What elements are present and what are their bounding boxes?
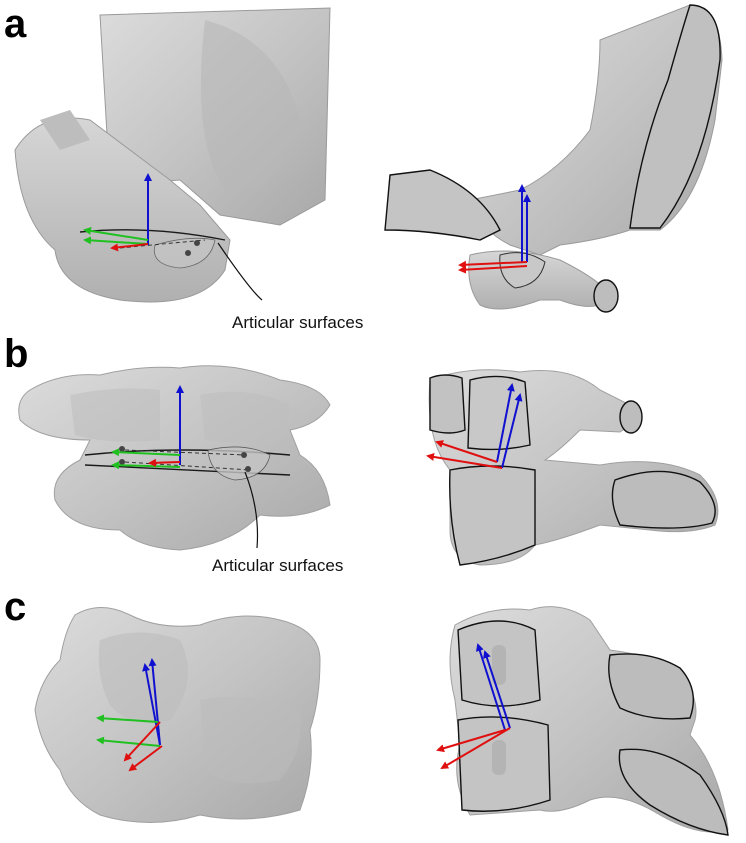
axis-anterior-arrow xyxy=(128,745,163,772)
panel-label-a: a xyxy=(4,2,27,46)
panel-a-right-model xyxy=(384,4,723,313)
panel-c-right-axes xyxy=(436,643,511,770)
axis-vertical-arrow xyxy=(496,383,515,463)
axis-anterior-arrow xyxy=(110,243,149,252)
annotation-articular-surfaces-b: Articular surfaces xyxy=(212,556,344,575)
axis-anterior-arrow xyxy=(440,727,511,770)
axis-lateral-arrow xyxy=(96,736,161,747)
axis-lateral-arrow xyxy=(96,714,159,723)
panel-b-right-model xyxy=(428,369,719,566)
axis-lateral-arrow xyxy=(83,236,149,245)
panel-a-right-axes xyxy=(458,184,531,274)
axis-anterior-arrow xyxy=(458,265,528,274)
panel-a-left-axes xyxy=(83,173,152,252)
axis-anterior-arrow xyxy=(426,453,503,469)
axis-anterior-arrow xyxy=(123,721,161,762)
axis-lateral-arrow xyxy=(83,226,149,241)
axis-vertical-arrow xyxy=(483,650,511,729)
axis-vertical-arrow xyxy=(501,393,523,469)
panel-label-b: b xyxy=(4,332,29,376)
panel-c-left-axes xyxy=(96,658,163,772)
axis-anterior-arrow xyxy=(148,458,181,467)
axis-anterior-arrow xyxy=(436,729,506,753)
panel-b-left-model xyxy=(18,365,331,551)
axis-anterior-arrow xyxy=(435,440,498,463)
panel-a-left-model xyxy=(14,7,331,303)
panel-b-left-axes xyxy=(111,385,184,470)
annotation-articular-surfaces-a: Articular surfaces xyxy=(232,313,364,332)
panel-c-right-model xyxy=(449,606,729,836)
axis-vertical-arrow xyxy=(148,658,161,746)
panel-label-c: c xyxy=(4,585,27,629)
axis-lateral-arrow xyxy=(111,461,181,470)
panel-b-right-axes xyxy=(426,383,523,469)
axis-lateral-arrow xyxy=(111,448,181,457)
axis-anterior-arrow xyxy=(458,260,528,269)
panel-c-left-model xyxy=(34,607,321,823)
axis-vertical-arrow xyxy=(476,643,506,731)
axis-vertical-arrow xyxy=(142,663,161,746)
